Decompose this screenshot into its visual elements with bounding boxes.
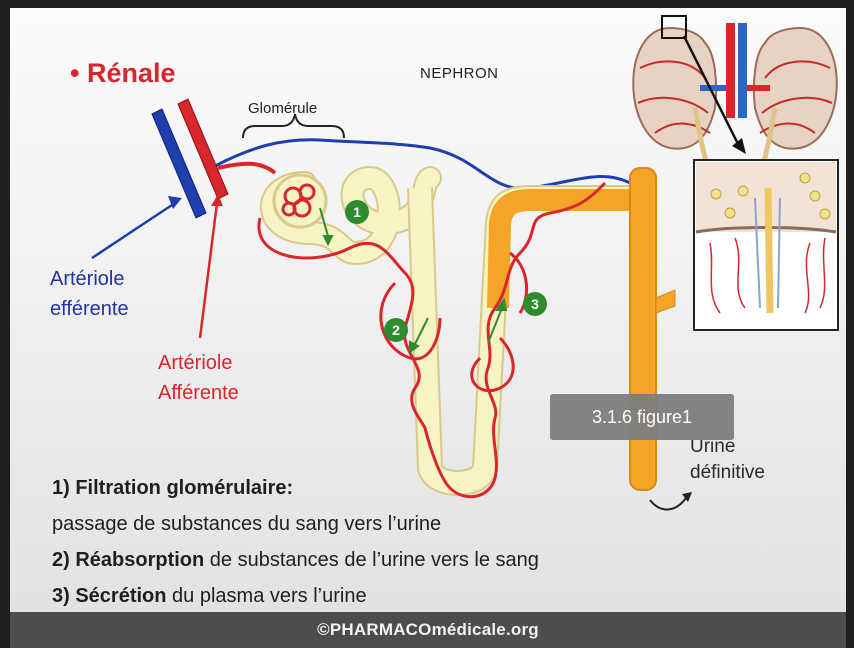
note-reabsorption-rest: de substances de l’urine vers le sang: [204, 549, 539, 571]
note-secretion-bold: 3) Sécrétion: [52, 585, 166, 607]
afferente-line-2: Afférente: [158, 378, 239, 408]
note-reabsorption-bold: 2) Réabsorption: [52, 549, 204, 571]
note-filtration-detail-text: passage de substances du sang vers l’uri…: [52, 513, 441, 535]
figure-tooltip: 3.1.6 figure1: [550, 394, 734, 440]
note-filtration-bold: 1) Filtration glomérulaire:: [52, 477, 293, 499]
efferente-line-2: efférente: [50, 294, 129, 324]
efferente-label: Artériole efférente: [50, 264, 129, 324]
urine-label: Urine définitive: [690, 434, 765, 486]
urine-line-2: définitive: [690, 460, 765, 486]
glomerule-brace: [243, 114, 344, 138]
nephron-zoom-inset: [694, 160, 838, 330]
svg-text:2: 2: [392, 322, 400, 338]
heading-renale: • Rénale: [70, 58, 176, 89]
afferent-pointer: [200, 203, 217, 338]
nephron-title: NEPHRON: [420, 65, 499, 82]
svg-text:3: 3: [531, 296, 539, 312]
kidney-illustration: [633, 16, 837, 178]
afferente-line-1: Artériole: [158, 348, 239, 378]
slide: 1 2 3: [10, 8, 846, 612]
marker-3: 3: [523, 292, 547, 316]
note-secretion: 3) Sécrétion du plasma vers l’urine: [52, 578, 539, 612]
afferente-label: Artériole Afférente: [158, 348, 239, 408]
svg-text:1: 1: [353, 204, 361, 220]
note-filtration: 1) Filtration glomérulaire:: [52, 470, 539, 506]
collecting-duct: [630, 168, 675, 490]
efferente-line-1: Artériole: [50, 264, 129, 294]
efferent-pointer: [92, 203, 175, 258]
footer-credit: ©PHARMACOmédicale.org: [10, 612, 846, 648]
note-reabsorption: 2) Réabsorption de substances de l’urine…: [52, 542, 539, 578]
marker-1: 1: [345, 200, 369, 224]
note-secretion-rest: du plasma vers l’urine: [166, 585, 366, 607]
outflow-arrow: [650, 498, 686, 510]
glomerule-label: Glomérule: [248, 100, 317, 117]
notes-list: 1) Filtration glomérulaire: passage de s…: [52, 470, 539, 612]
marker-2: 2: [384, 318, 408, 342]
note-filtration-detail: passage de substances du sang vers l’uri…: [52, 506, 539, 542]
